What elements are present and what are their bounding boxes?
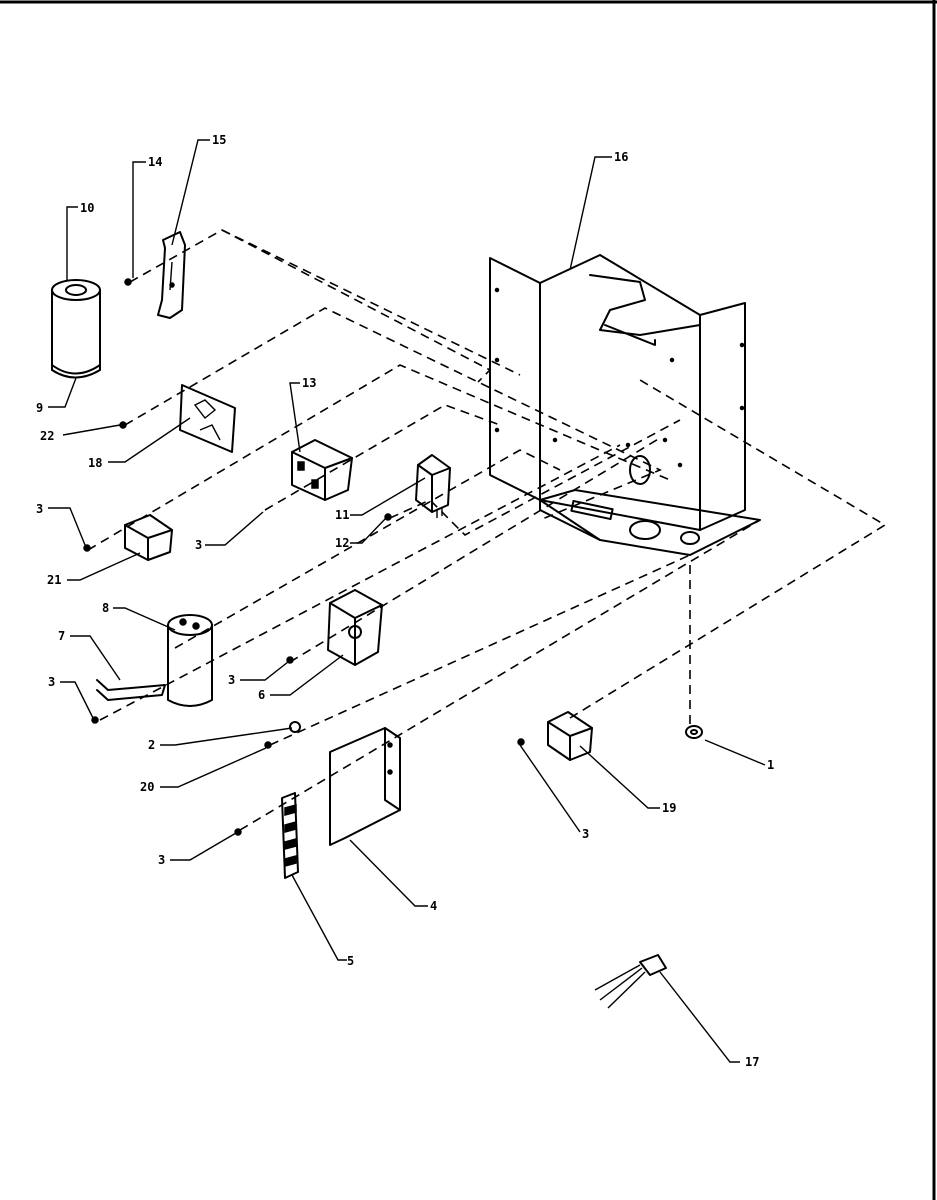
callout-leaders: [48, 139, 766, 1063]
capacitor-bracket: [124, 231, 186, 319]
callout-4: 4: [430, 899, 437, 913]
callout-13: 13: [302, 376, 316, 390]
terminal-block: [83, 514, 173, 561]
callout-3b: 3: [195, 538, 202, 552]
callout-22: 22: [40, 429, 54, 443]
callout-14: 14: [148, 155, 162, 169]
callout-12: 12: [335, 536, 349, 550]
run-capacitor: [167, 614, 213, 707]
control-box-housing: [489, 254, 761, 556]
capacitor-top: [51, 279, 101, 379]
callout-7: 7: [58, 629, 65, 643]
callout-15: 15: [212, 133, 226, 147]
callout-21: 21: [47, 573, 61, 587]
terminal-strip: [234, 792, 299, 879]
callout-16: 16: [614, 150, 628, 164]
capacitor-strap: [91, 679, 166, 724]
callout-3a: 3: [36, 502, 43, 516]
callout-3c: 3: [48, 675, 55, 689]
wire-harness: [594, 954, 667, 1009]
transformer: [517, 711, 593, 761]
callout-20: 20: [140, 780, 154, 794]
callout-5: 5: [347, 954, 354, 968]
callout-9: 9: [36, 401, 43, 415]
callout-3e: 3: [158, 853, 165, 867]
callout-17: 17: [745, 1055, 759, 1069]
thermostat: [384, 454, 451, 521]
callout-2: 2: [148, 738, 155, 752]
callout-11: 11: [335, 508, 349, 522]
callout-10: 10: [80, 201, 94, 215]
circuit-board: [119, 384, 236, 453]
callout-1: 1: [767, 758, 774, 772]
callout-8: 8: [102, 601, 109, 615]
callout-18: 18: [88, 456, 102, 470]
small-hardware: [264, 721, 301, 749]
callout-3f: 3: [582, 827, 589, 841]
selector-switch: [286, 589, 383, 666]
callout-6: 6: [258, 688, 265, 702]
grommet: [685, 725, 703, 739]
callout-19: 19: [662, 801, 676, 815]
relay: [291, 439, 353, 501]
callout-3d: 3: [228, 673, 235, 687]
callout-labels: 10 14 15 16 9 22 18 13 3 3 11 12 21 8 7 …: [36, 133, 774, 1069]
mounting-plate: [329, 727, 401, 846]
